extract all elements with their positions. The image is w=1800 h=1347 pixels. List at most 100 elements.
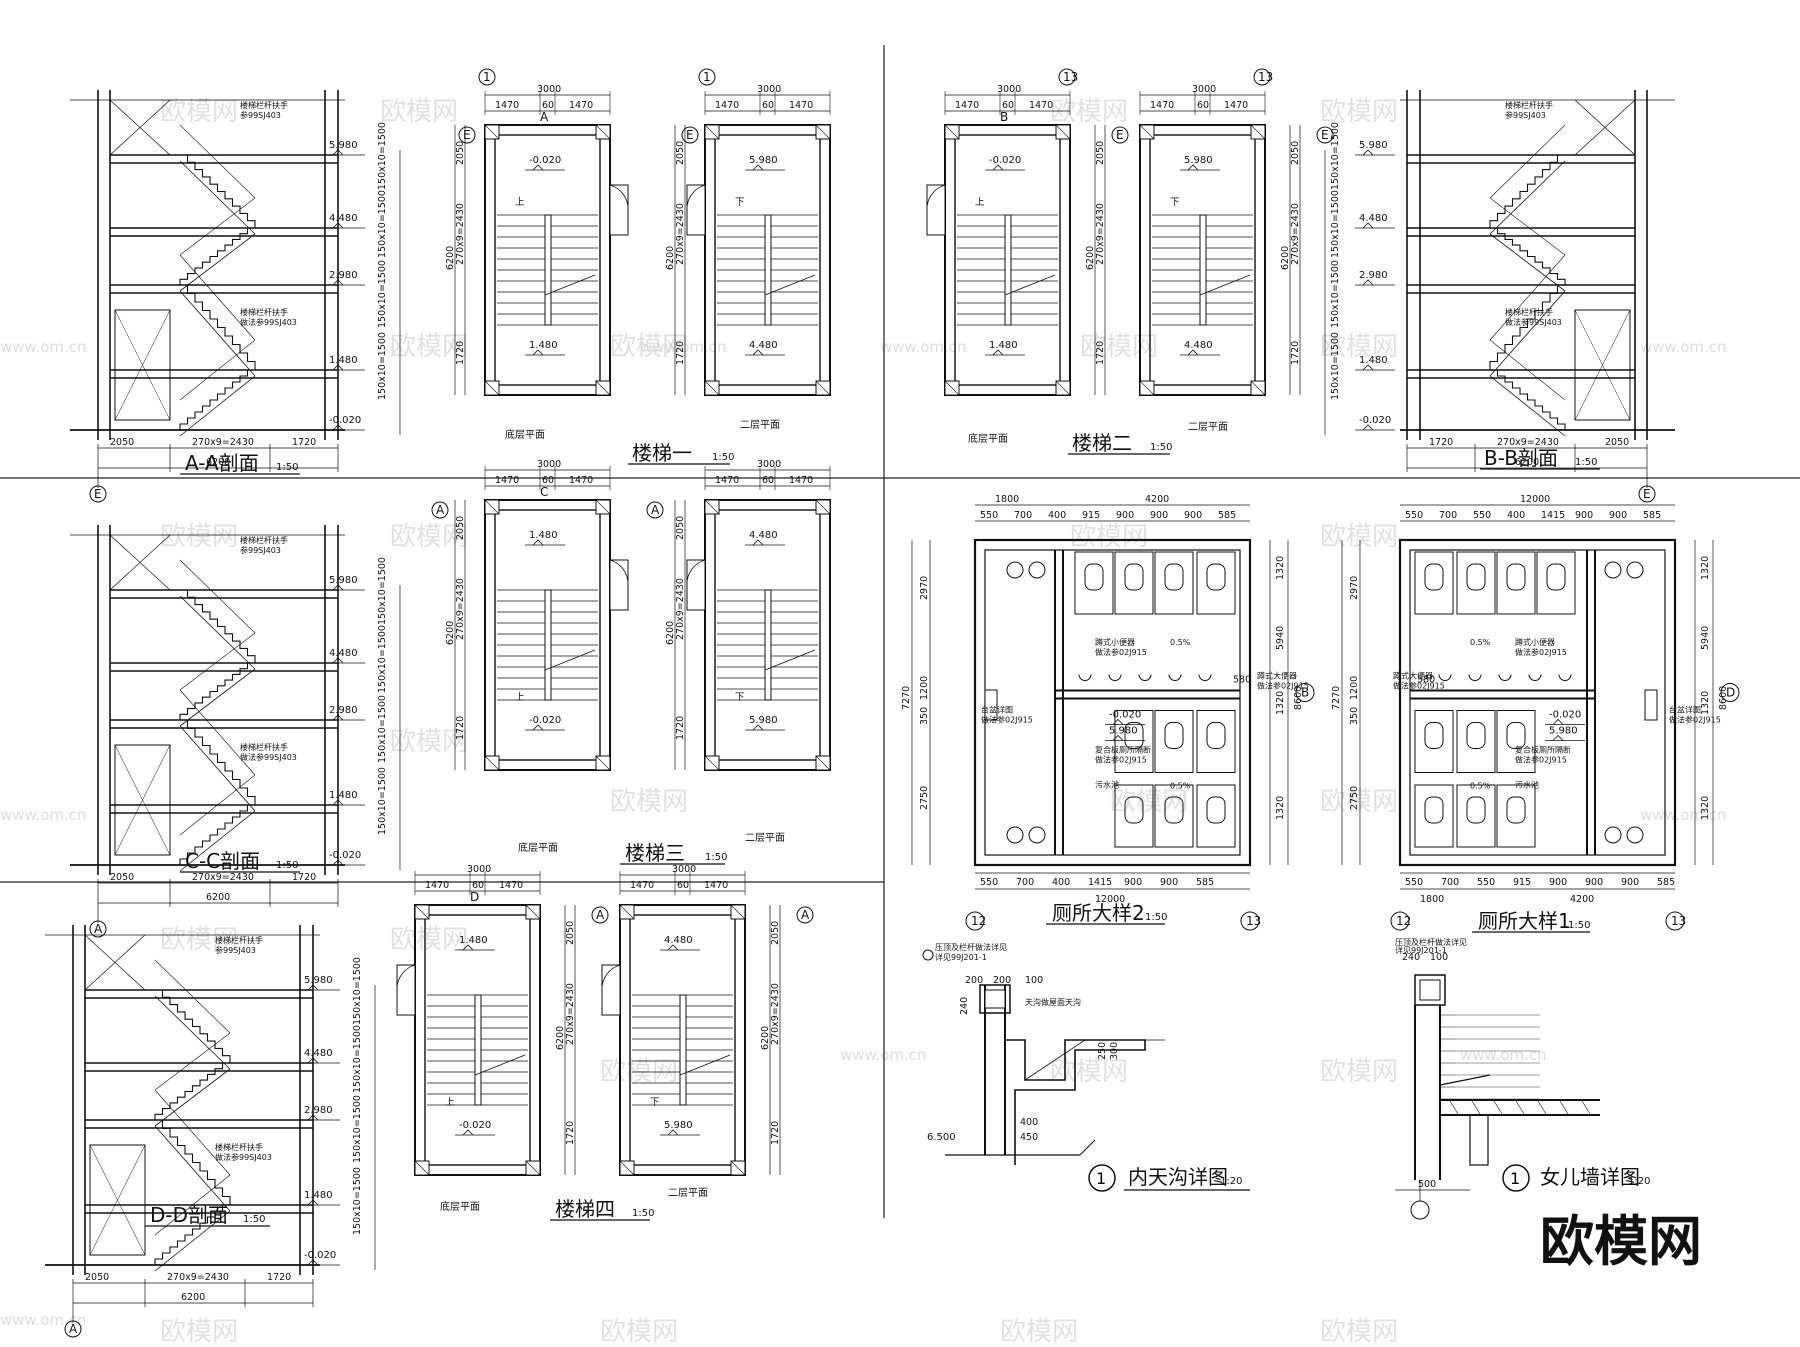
label: 900 [1621, 877, 1639, 888]
line [704, 124, 720, 140]
label: 270x9=2430 [1095, 203, 1106, 265]
line [154, 1125, 231, 1212]
label: 270x9=2430 [167, 1272, 229, 1283]
urinal [1108, 674, 1122, 681]
axis-bubble [478, 68, 496, 86]
label: 5.980 [749, 715, 778, 726]
wash-basin [1604, 561, 1622, 579]
label: 做法参02J915 [1515, 755, 1567, 765]
line [154, 1174, 231, 1236]
rect [1199, 214, 1207, 326]
label: 1320 [1700, 556, 1711, 580]
axis-bubble [64, 1320, 82, 1338]
watermark-text: 欧模网 [390, 925, 468, 955]
label: 1.480 [529, 530, 558, 541]
stair-flight [179, 227, 255, 285]
label: 5.980 [664, 1120, 693, 1131]
panel-separators [0, 45, 1800, 1218]
detail-no-2: 1 [1510, 1169, 1520, 1188]
label: 楼梯栏杆扶手 [215, 1142, 263, 1152]
rect [1644, 689, 1658, 721]
label: 6200 [1085, 246, 1096, 270]
label: 150x10=1500 [377, 625, 388, 693]
label: 6200 [1515, 457, 1539, 468]
level-marker [1362, 222, 1374, 229]
line [484, 499, 500, 515]
label: 3000 [1192, 84, 1216, 95]
label: 2050 [85, 1272, 109, 1283]
watermark-site: www.om.cn [1640, 806, 1727, 824]
gutter-slope [1024, 1039, 1165, 1081]
axis-bubble [796, 906, 814, 924]
label: 2050 [675, 516, 686, 540]
watermark-text: 欧模网 [160, 925, 238, 955]
label: 1720 [1290, 341, 1301, 365]
label: 1.480 [989, 340, 1018, 351]
rect [1154, 784, 1194, 848]
rect [1414, 784, 1454, 848]
label: 1470 [704, 880, 728, 891]
rect [1496, 784, 1536, 848]
line [544, 649, 596, 671]
label: 蹲式大便器 [1393, 671, 1433, 681]
axis-bubble [1253, 68, 1271, 86]
label: 3000 [997, 84, 1021, 95]
level-marker [332, 222, 344, 229]
label: 2750 [1349, 786, 1360, 810]
label: E [1643, 487, 1651, 501]
label: 150x10=1500 [1330, 122, 1341, 190]
label: 1320 [1275, 796, 1286, 820]
rect [1414, 974, 1446, 1006]
label: 200 [965, 975, 983, 986]
label: 100 [1430, 952, 1448, 963]
label: 900 [1160, 877, 1178, 888]
rect [1196, 784, 1236, 848]
label: 150x10=1500 [1330, 260, 1341, 328]
label: B [1301, 686, 1309, 700]
subtitle-floor2-s1: 二层平面 [740, 419, 780, 431]
watermark-site: www.om.cn [1640, 338, 1727, 356]
line [704, 380, 720, 396]
axis-bubble [1665, 911, 1685, 931]
rect [764, 589, 772, 701]
label: 915 [1082, 510, 1100, 521]
line [815, 499, 831, 515]
rect [1114, 710, 1154, 773]
label: 585 [1218, 510, 1236, 521]
level-marker [667, 1129, 679, 1136]
line [1574, 309, 1631, 421]
axis-bubble [1295, 683, 1315, 702]
level-marker [332, 799, 344, 806]
label: 4.480 [664, 935, 693, 946]
level-marker [307, 1114, 319, 1121]
label: 6200 [445, 246, 456, 270]
rect [973, 538, 1252, 867]
label: 做法参02J915 [1095, 755, 1147, 765]
label: 1415 [1088, 877, 1112, 888]
axis-bubble [1058, 68, 1076, 86]
toilet-fixture [1424, 722, 1444, 749]
label: 450 [1020, 1132, 1038, 1143]
rect [1414, 551, 1454, 615]
label: 1470 [1029, 100, 1053, 111]
watermark-text: 欧模网 [610, 787, 688, 817]
urinal [1498, 674, 1512, 681]
label: 污水池 [1095, 780, 1119, 790]
watermark-text: 欧模网 [1050, 97, 1128, 127]
line [704, 755, 720, 771]
label: 4.480 [1184, 340, 1213, 351]
line [619, 904, 635, 920]
toilet-fixture [1506, 796, 1526, 824]
rect [1414, 710, 1454, 773]
toilet-fixture [1164, 722, 1184, 749]
label: 下 [1170, 197, 1180, 208]
line [1250, 380, 1266, 396]
label: A [436, 503, 445, 517]
door-swing [609, 559, 629, 586]
label: 0.5% [1470, 782, 1491, 791]
rect [1154, 710, 1194, 773]
rect [686, 559, 706, 611]
wash-basin [1028, 826, 1046, 844]
